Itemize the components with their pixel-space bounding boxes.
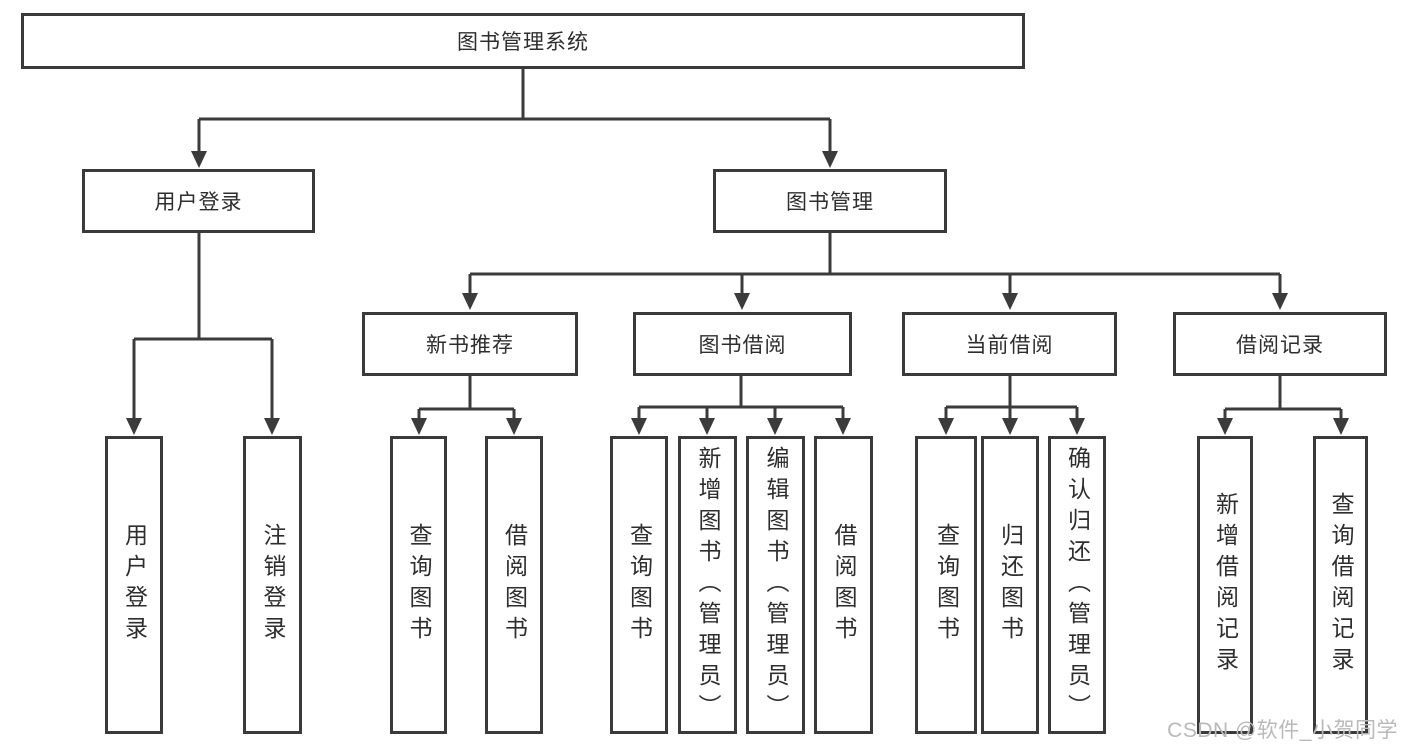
leaf-query-books-recommend: 查询图书 [390,436,447,734]
node-book-management-label: 图书管理 [786,191,874,214]
leaf-logout: 注销登录 [243,436,302,734]
leaf-borrow-books-borrowing-label: 借阅图书 [831,523,857,647]
connector-current-borrowing [944,376,1079,426]
node-new-book-recommend: 新书推荐 [362,312,578,376]
leaf-add-book-admin: 新增图书（管理员） [678,436,737,734]
leaf-confirm-return-admin: 确认归还（管理员） [1048,436,1106,734]
leaf-logout-label: 注销登录 [260,523,286,647]
leaf-query-borrow-record: 查询借阅记录 [1313,436,1368,734]
leaf-add-borrow-record-label: 新增借阅记录 [1212,492,1239,678]
leaf-borrow-books-recommend-label: 借阅图书 [501,523,528,647]
leaf-user-login-label: 用户登录 [121,523,148,647]
node-user-login: 用户登录 [82,169,315,233]
connector-book-borrowing [637,376,845,426]
connector-book-management [468,233,1282,301]
leaf-add-borrow-record: 新增借阅记录 [1197,436,1253,734]
leaf-query-books-current: 查询图书 [915,436,977,734]
leaf-edit-book-admin-label: 编辑图书（管理员） [763,445,789,725]
leaf-user-login: 用户登录 [105,436,163,734]
leaf-add-book-admin-label: 新增图书（管理员） [695,445,721,725]
node-root-label: 图书管理系统 [457,31,589,54]
leaf-borrow-books-borrowing: 借阅图书 [814,436,873,734]
connector-root [197,69,832,159]
leaf-query-books-recommend-label: 查询图书 [406,523,432,647]
node-book-borrowing-label: 图书借阅 [698,334,787,357]
leaf-confirm-return-admin-label: 确认归还（管理员） [1064,445,1091,725]
node-borrowing-records-label: 借阅记录 [1236,334,1324,357]
connector-user-login [132,233,274,426]
node-book-borrowing: 图书借阅 [633,312,852,376]
leaf-return-book-label: 归还图书 [997,523,1024,647]
node-book-management: 图书管理 [713,169,947,233]
watermark: CSDN @软件_小贺同学 [1167,719,1398,742]
connector-borrowing-records [1223,376,1343,426]
leaf-query-borrow-record-label: 查询借阅记录 [1328,492,1354,678]
leaf-edit-book-admin: 编辑图书（管理员） [746,436,805,734]
node-current-borrowing: 当前借阅 [902,312,1117,376]
node-user-login-label: 用户登录 [154,191,243,214]
node-current-borrowing-label: 当前借阅 [965,334,1054,357]
leaf-query-books-borrowing: 查询图书 [610,436,668,734]
node-new-book-recommend-label: 新书推荐 [426,334,514,357]
leaf-return-book: 归还图书 [981,436,1039,734]
node-borrowing-records: 借阅记录 [1173,312,1387,376]
leaf-borrow-books-recommend: 借阅图书 [485,436,543,734]
node-root: 图书管理系统 [21,13,1025,69]
leaf-query-books-current-label: 查询图书 [933,523,960,647]
connector-new-book-recommend [417,376,516,426]
leaf-query-books-borrowing-label: 查询图书 [626,523,653,647]
